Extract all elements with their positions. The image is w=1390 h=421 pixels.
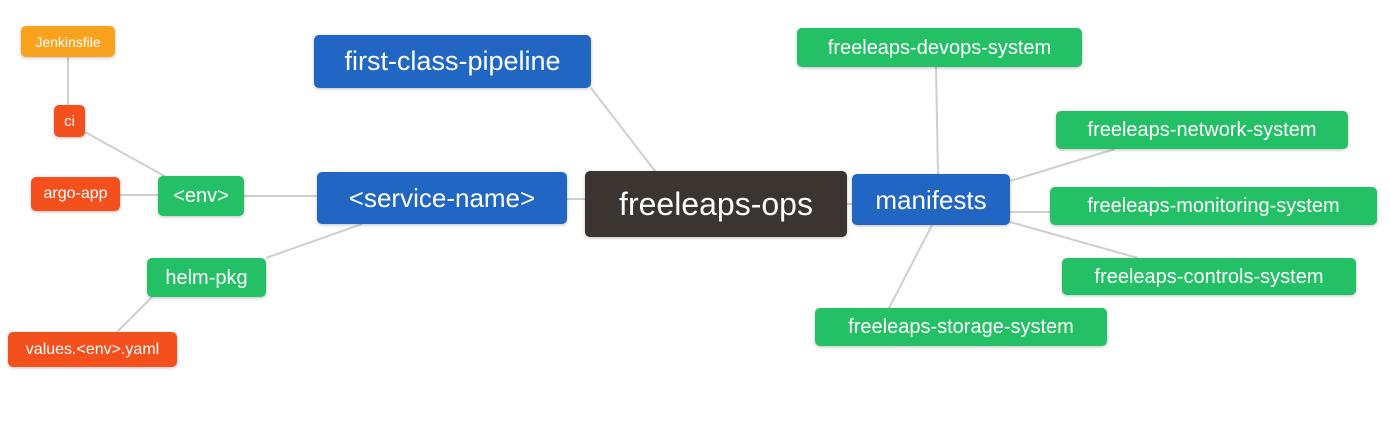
- node-manifests[interactable]: manifests: [852, 174, 1010, 225]
- node-values-env-yaml[interactable]: values.<env>.yaml: [8, 332, 177, 367]
- edge-helm-pkg-to-values-env-yaml: [116, 296, 153, 333]
- node-monitoring-system[interactable]: freeleaps-monitoring-system: [1050, 187, 1377, 225]
- node-argo-app[interactable]: argo-app: [31, 177, 120, 211]
- edge-first-class-pipeline-to-freeleaps-ops: [590, 87, 656, 172]
- node-helm-pkg[interactable]: helm-pkg: [147, 258, 266, 297]
- edge-manifests-to-controls-system: [1009, 221, 1139, 259]
- edge-service-name-to-helm-pkg: [265, 223, 363, 259]
- edge-manifests-to-storage-system: [888, 224, 933, 309]
- edge-ci-to-env: [84, 131, 169, 179]
- node-storage-system[interactable]: freeleaps-storage-system: [815, 308, 1107, 346]
- edge-manifests-to-network-system: [1009, 148, 1116, 182]
- node-first-class-pipeline[interactable]: first-class-pipeline: [314, 35, 591, 88]
- node-ci[interactable]: ci: [54, 105, 85, 137]
- node-freeleaps-ops[interactable]: freeleaps-ops: [585, 171, 847, 237]
- node-jenkinsfile[interactable]: Jenkinsfile: [21, 26, 115, 57]
- node-network-system[interactable]: freeleaps-network-system: [1056, 111, 1348, 149]
- node-service-name[interactable]: <service-name>: [317, 172, 567, 224]
- node-controls-system[interactable]: freeleaps-controls-system: [1062, 258, 1356, 295]
- node-devops-system[interactable]: freeleaps-devops-system: [797, 28, 1082, 67]
- node-env[interactable]: <env>: [158, 176, 244, 216]
- edge-manifests-to-devops-system: [935, 66, 939, 175]
